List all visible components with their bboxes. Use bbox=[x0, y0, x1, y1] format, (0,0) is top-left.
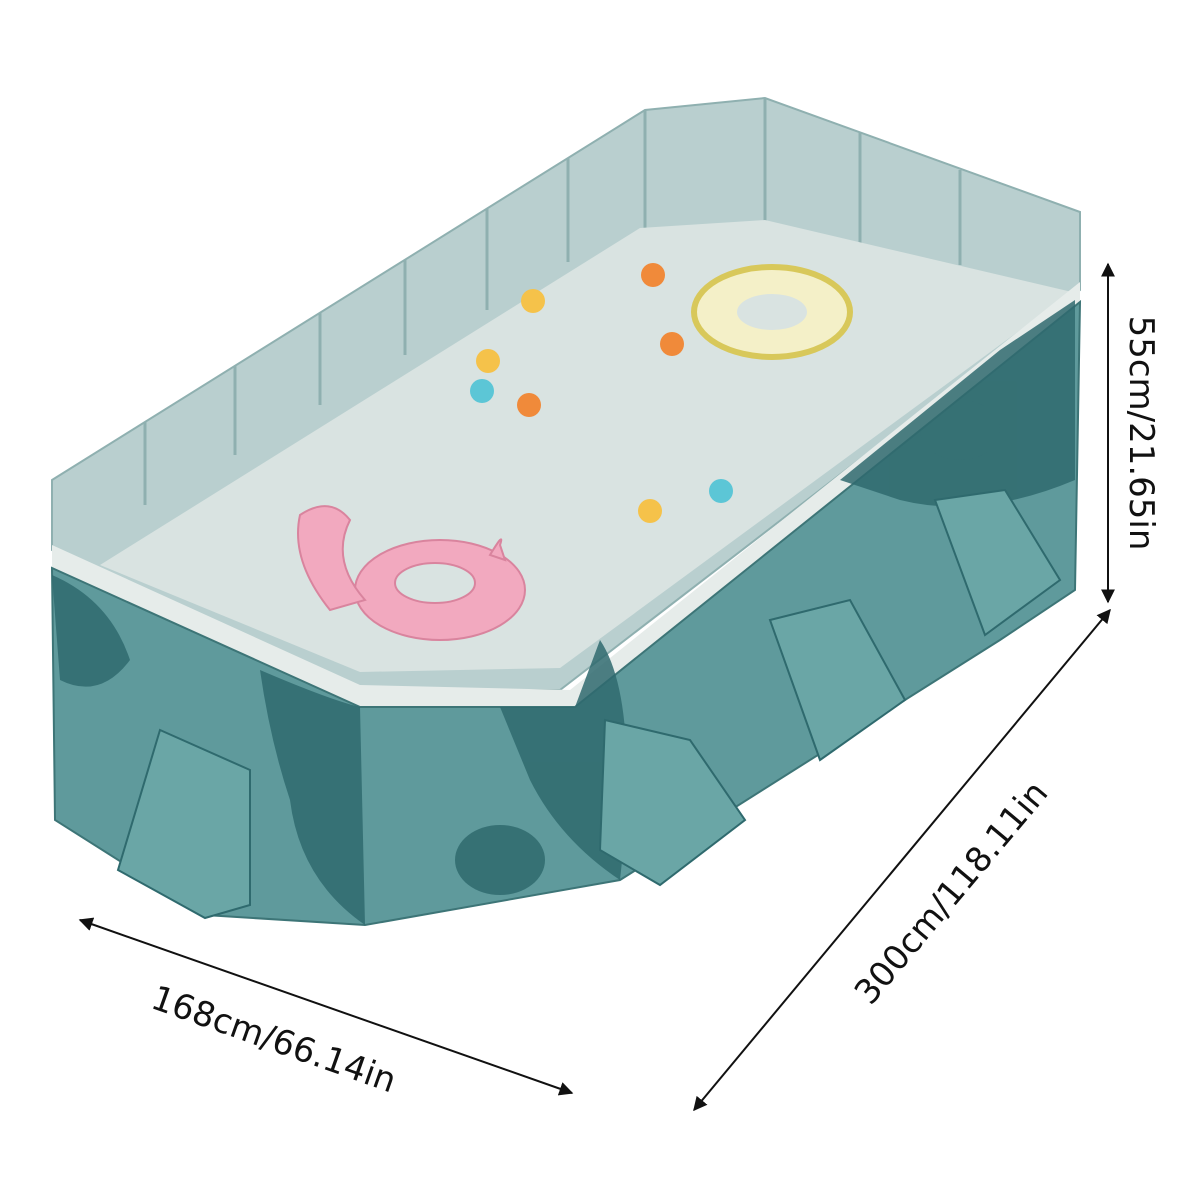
ball bbox=[470, 379, 494, 403]
ball bbox=[517, 393, 541, 417]
flamingo-float bbox=[297, 505, 526, 641]
ball bbox=[641, 263, 665, 287]
dimension-width: 168cm/66.14in bbox=[78, 917, 574, 1101]
pool-toys bbox=[297, 263, 853, 641]
length-arrow bbox=[693, 608, 1111, 1112]
height-label: 55cm/21.65in bbox=[1121, 316, 1161, 551]
ball bbox=[476, 349, 500, 373]
dimension-height: 55cm/21.65in bbox=[1101, 262, 1161, 604]
pool bbox=[50, 96, 1082, 927]
wall-pattern bbox=[52, 300, 1075, 925]
width-arrow bbox=[78, 917, 574, 1096]
ball bbox=[521, 289, 545, 313]
ball bbox=[709, 479, 733, 503]
length-label: 300cm/118.11in bbox=[847, 774, 1056, 1013]
wall-panel-seams bbox=[143, 98, 962, 505]
ball bbox=[638, 499, 662, 523]
width-label: 168cm/66.14in bbox=[146, 978, 401, 1101]
ball bbox=[660, 332, 684, 356]
